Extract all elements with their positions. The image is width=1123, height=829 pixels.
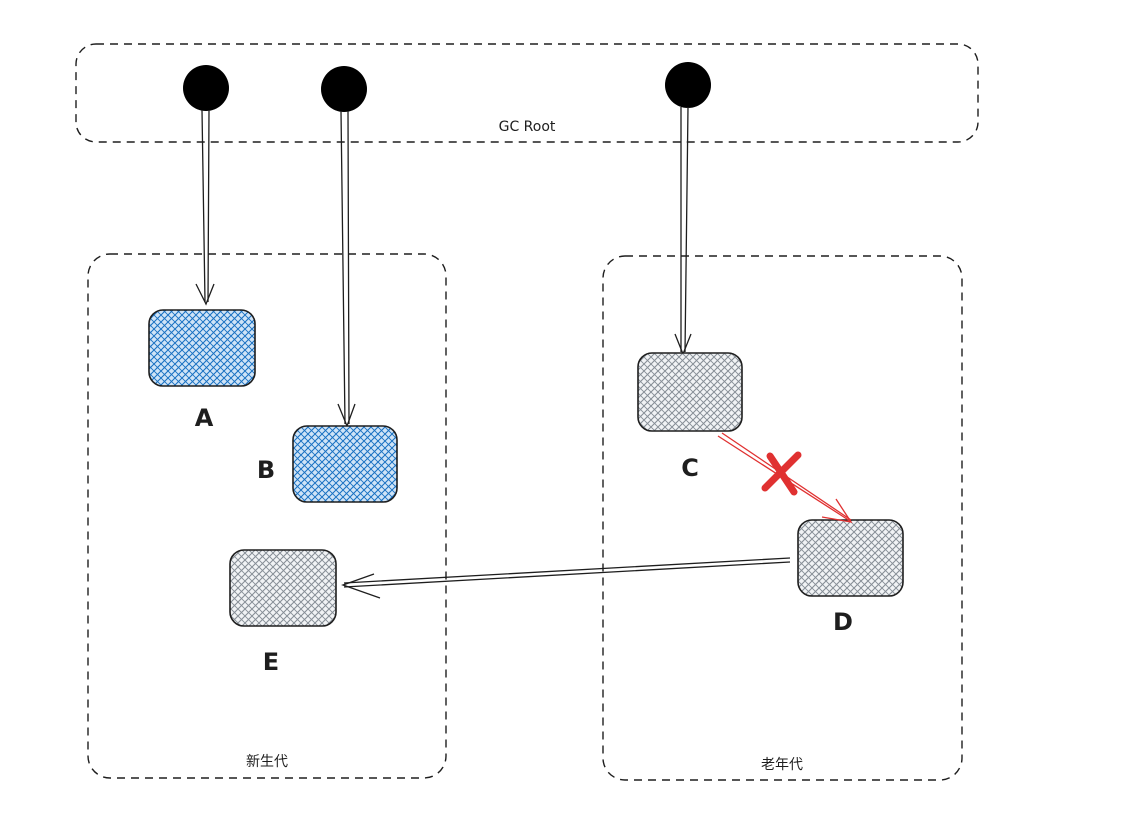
node-b-label: B	[257, 456, 275, 484]
old-gen-region: 老年代	[602, 255, 963, 781]
arrow-root-to-b	[337, 110, 356, 428]
arrow-root-to-a	[195, 109, 215, 306]
old-gen-label: 老年代	[761, 757, 803, 773]
node-c-label: C	[681, 454, 699, 482]
root-dot-1	[183, 65, 229, 111]
node-e: E	[229, 549, 337, 676]
young-gen-label: 新生代	[246, 754, 288, 770]
node-e-label: E	[263, 648, 279, 676]
node-c: C	[637, 352, 743, 482]
node-b: B	[257, 425, 398, 503]
broken-reference-cross-icon	[761, 451, 802, 496]
gc-root-label: GC Root	[499, 119, 556, 135]
young-gen-region: 新生代	[87, 253, 447, 779]
node-d: D	[797, 519, 904, 636]
root-dot-2	[321, 66, 367, 112]
arrow-root-to-c	[674, 106, 692, 356]
root-dot-3	[665, 62, 711, 108]
node-d-label: D	[833, 608, 853, 636]
arrow-d-to-e	[341, 557, 791, 599]
node-a-label: A	[195, 404, 214, 432]
gc-root-region: GC Root	[75, 43, 979, 143]
node-a: A	[148, 309, 256, 432]
